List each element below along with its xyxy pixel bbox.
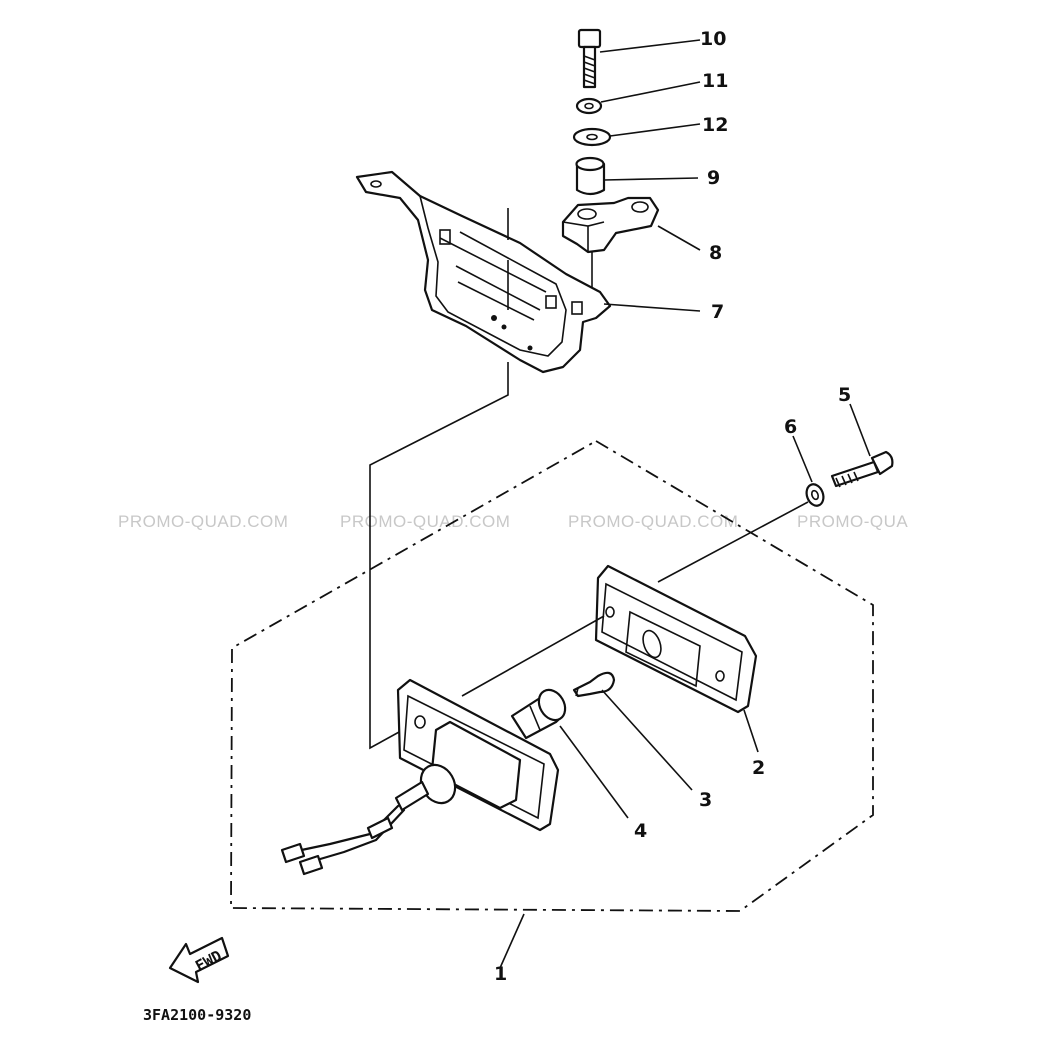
part-number-8: 8: [709, 242, 722, 264]
watermark-3: PROMO-QUAD.COM: [568, 512, 738, 531]
assembly-boundary: [230, 439, 874, 912]
part-number-1: 1: [494, 963, 507, 985]
tail-light-housing-part: [280, 678, 560, 876]
socket-part: [510, 688, 567, 740]
watermark-row: PROMO-QUAD.COM PROMO-QUAD.COM PROMO-QUAD…: [118, 512, 908, 531]
collar-part: [575, 156, 606, 196]
bracket-part: [561, 196, 660, 254]
part-number-2: 2: [752, 757, 765, 779]
lock-washer-part: [575, 97, 603, 115]
watermark-2: PROMO-QUAD.COM: [340, 512, 510, 531]
part-number-5: 5: [838, 384, 851, 406]
part-number-labels: 10 11 12 9 8 7 5 6 2 3 4 1: [494, 28, 851, 985]
watermark-4: PROMO-QUA: [797, 512, 908, 531]
mounting-plate-part: [355, 170, 612, 374]
part-number-7: 7: [711, 301, 724, 323]
lens-cover-part: [594, 564, 758, 714]
part-number-10: 10: [700, 28, 726, 50]
part-number-4: 4: [634, 820, 647, 842]
bulb-part: [572, 671, 616, 698]
screw-part: [830, 450, 894, 488]
drawing-code: 3FA2100-9320: [143, 1006, 251, 1024]
washer-part: [572, 127, 612, 147]
mount-guide-line: [369, 362, 509, 750]
part-number-3: 3: [699, 789, 712, 811]
part-number-9: 9: [707, 167, 720, 189]
fwd-arrow-icon: FWD: [168, 936, 230, 984]
part-number-6: 6: [784, 416, 797, 438]
watermark-1: PROMO-QUAD.COM: [118, 512, 288, 531]
leader-lines: [461, 39, 871, 969]
bolt-part: [577, 28, 602, 89]
part-number-11: 11: [702, 70, 728, 92]
washer-6-part: [805, 483, 825, 507]
part-number-12: 12: [702, 114, 728, 136]
